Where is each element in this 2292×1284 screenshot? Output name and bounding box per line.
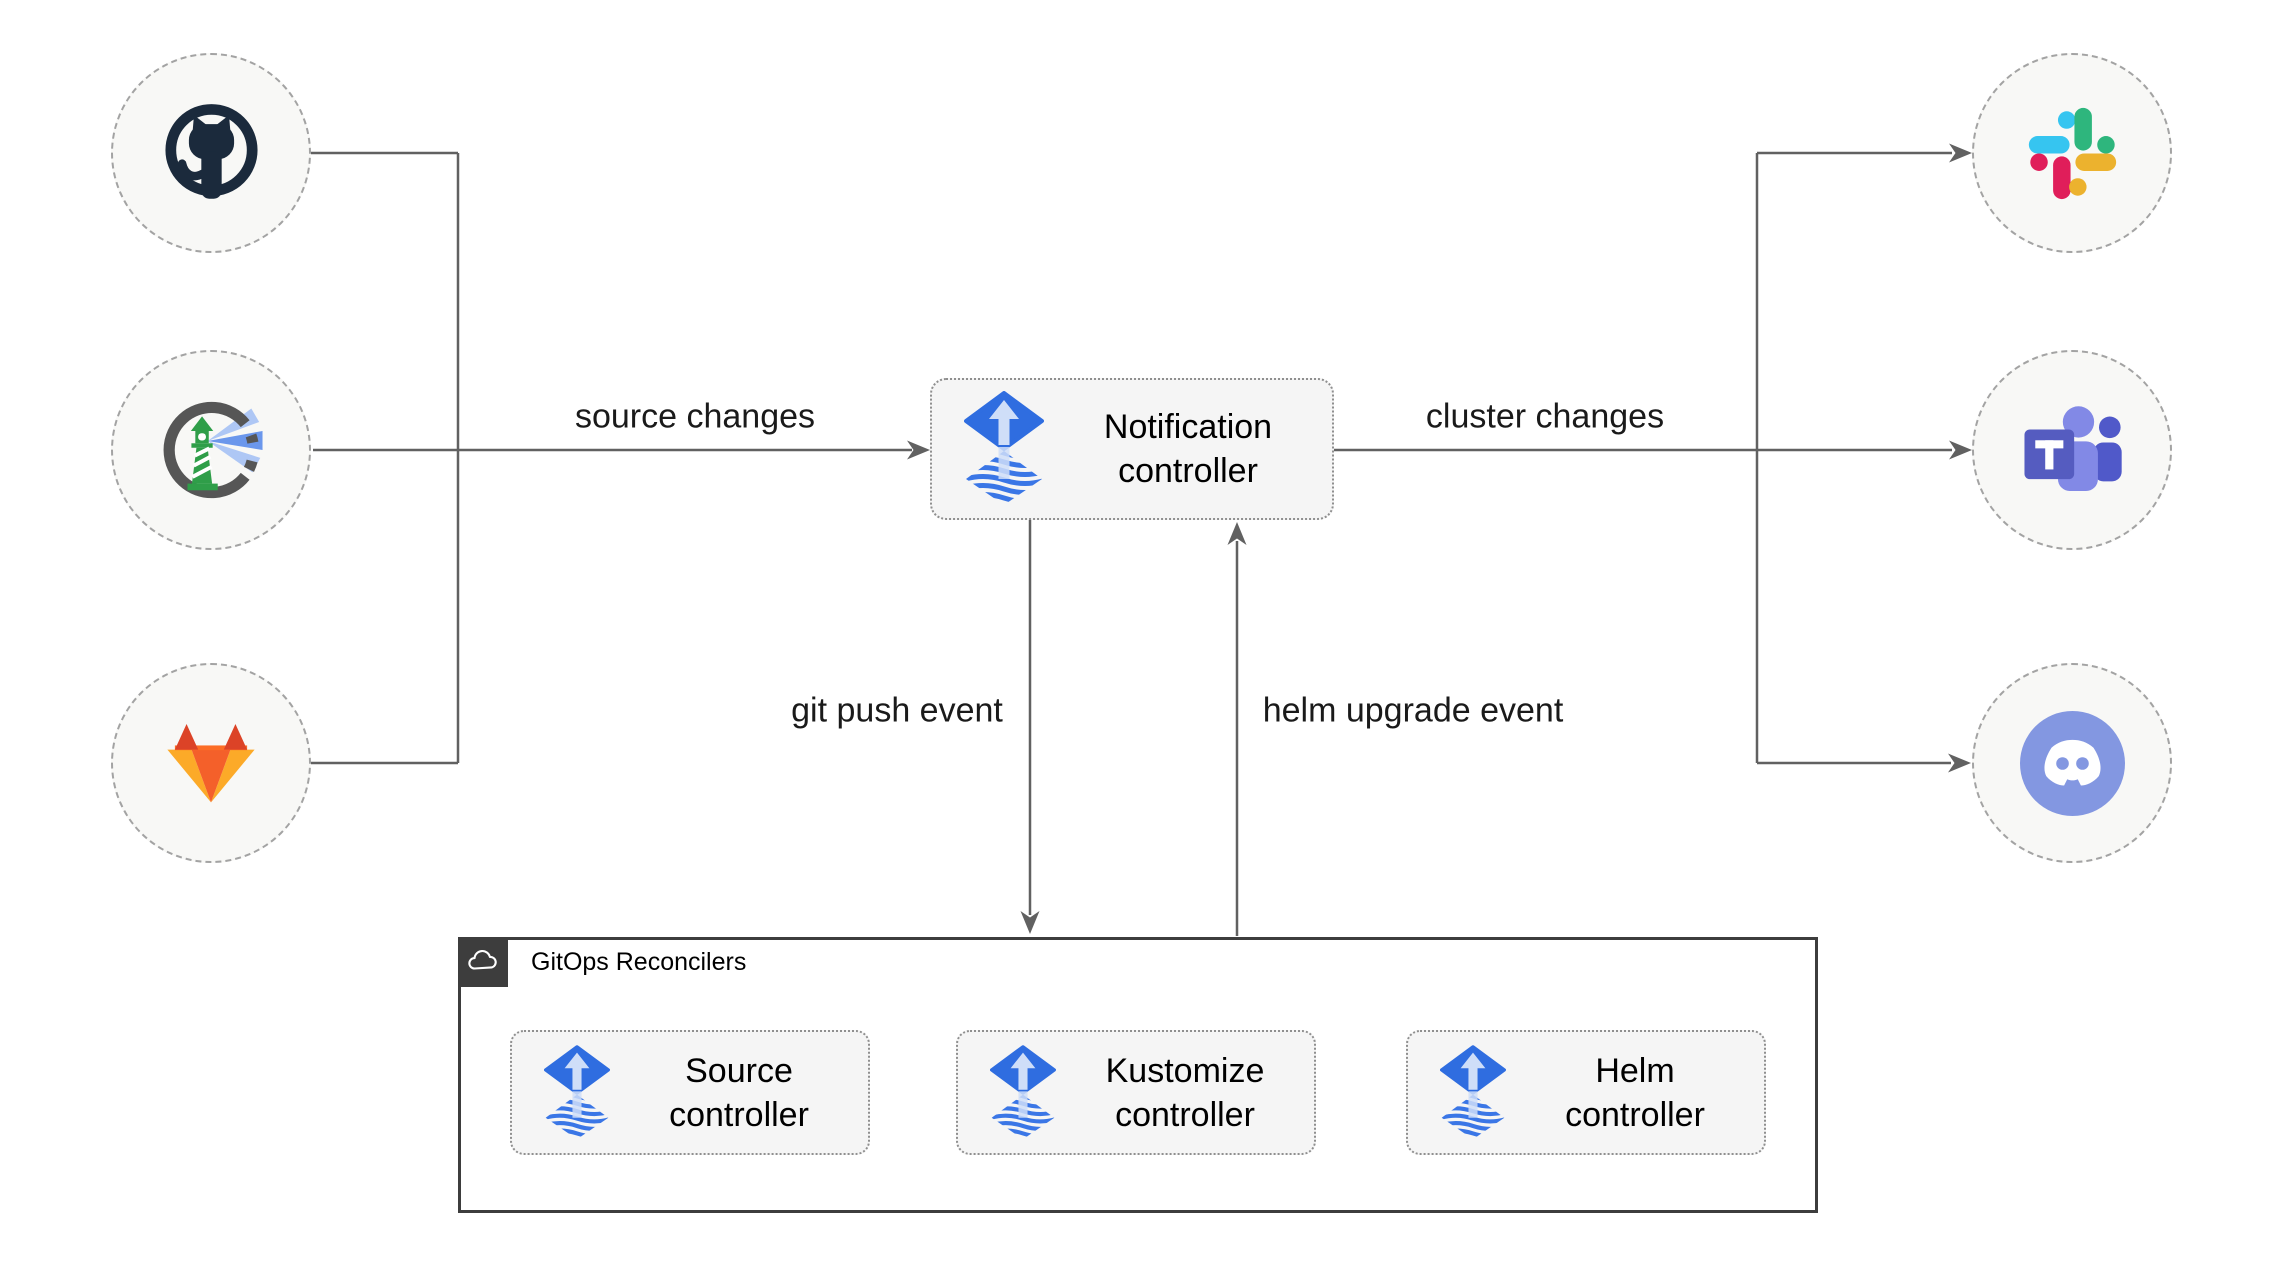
node-github xyxy=(111,53,311,253)
discord-icon xyxy=(2019,710,2125,816)
gitlab-icon xyxy=(167,723,255,802)
node-harbor xyxy=(111,350,311,550)
edge-label-cluster-changes: cluster changes xyxy=(1425,397,1665,436)
edge-label-source-changes: source changes xyxy=(574,397,816,436)
source-controller-box: Source controller xyxy=(510,1030,870,1155)
flux-icon xyxy=(964,391,1044,507)
arrowhead-helm-upgrade xyxy=(1227,522,1247,545)
gitops-reconcilers-container: GitOps Reconcilers Source controller Kus… xyxy=(458,937,1818,1213)
arrowhead-source-changes xyxy=(907,440,930,460)
kustomize-controller-label: Kustomize controller xyxy=(1105,1051,1265,1134)
teams-icon xyxy=(2024,406,2122,492)
flux-icon xyxy=(544,1045,610,1141)
arrowhead-to-slack xyxy=(1949,143,1972,163)
cloud-icon xyxy=(468,949,497,970)
arrowhead-to-teams xyxy=(1949,440,1972,460)
harbor-icon xyxy=(163,401,263,499)
source-controller-label: Source controller xyxy=(669,1051,809,1134)
helm-controller-label: Helm controller xyxy=(1565,1051,1705,1134)
kustomize-controller-box: Kustomize controller xyxy=(956,1030,1316,1155)
helm-controller-box: Helm controller xyxy=(1406,1030,1766,1155)
edge-label-git-push-event: git push event xyxy=(791,691,1003,730)
flux-icon xyxy=(990,1045,1056,1141)
edge-label-helm-upgrade-event: helm upgrade event xyxy=(1262,691,1564,730)
arrowhead-git-push xyxy=(1020,911,1040,934)
node-gitlab xyxy=(111,663,311,863)
node-slack xyxy=(1972,53,2172,253)
node-teams xyxy=(1972,350,2172,550)
gitops-reconcilers-title: GitOps Reconcilers xyxy=(531,947,747,976)
arrowhead-to-discord xyxy=(1948,753,1971,773)
github-icon xyxy=(164,103,258,199)
flux-icon xyxy=(1440,1045,1506,1141)
notification-controller-label: Notification controller xyxy=(1103,408,1273,490)
slack-icon xyxy=(2028,107,2116,199)
notification-controller-box: Notification controller xyxy=(930,378,1334,520)
cloud-badge xyxy=(458,937,508,987)
node-discord xyxy=(1972,663,2172,863)
